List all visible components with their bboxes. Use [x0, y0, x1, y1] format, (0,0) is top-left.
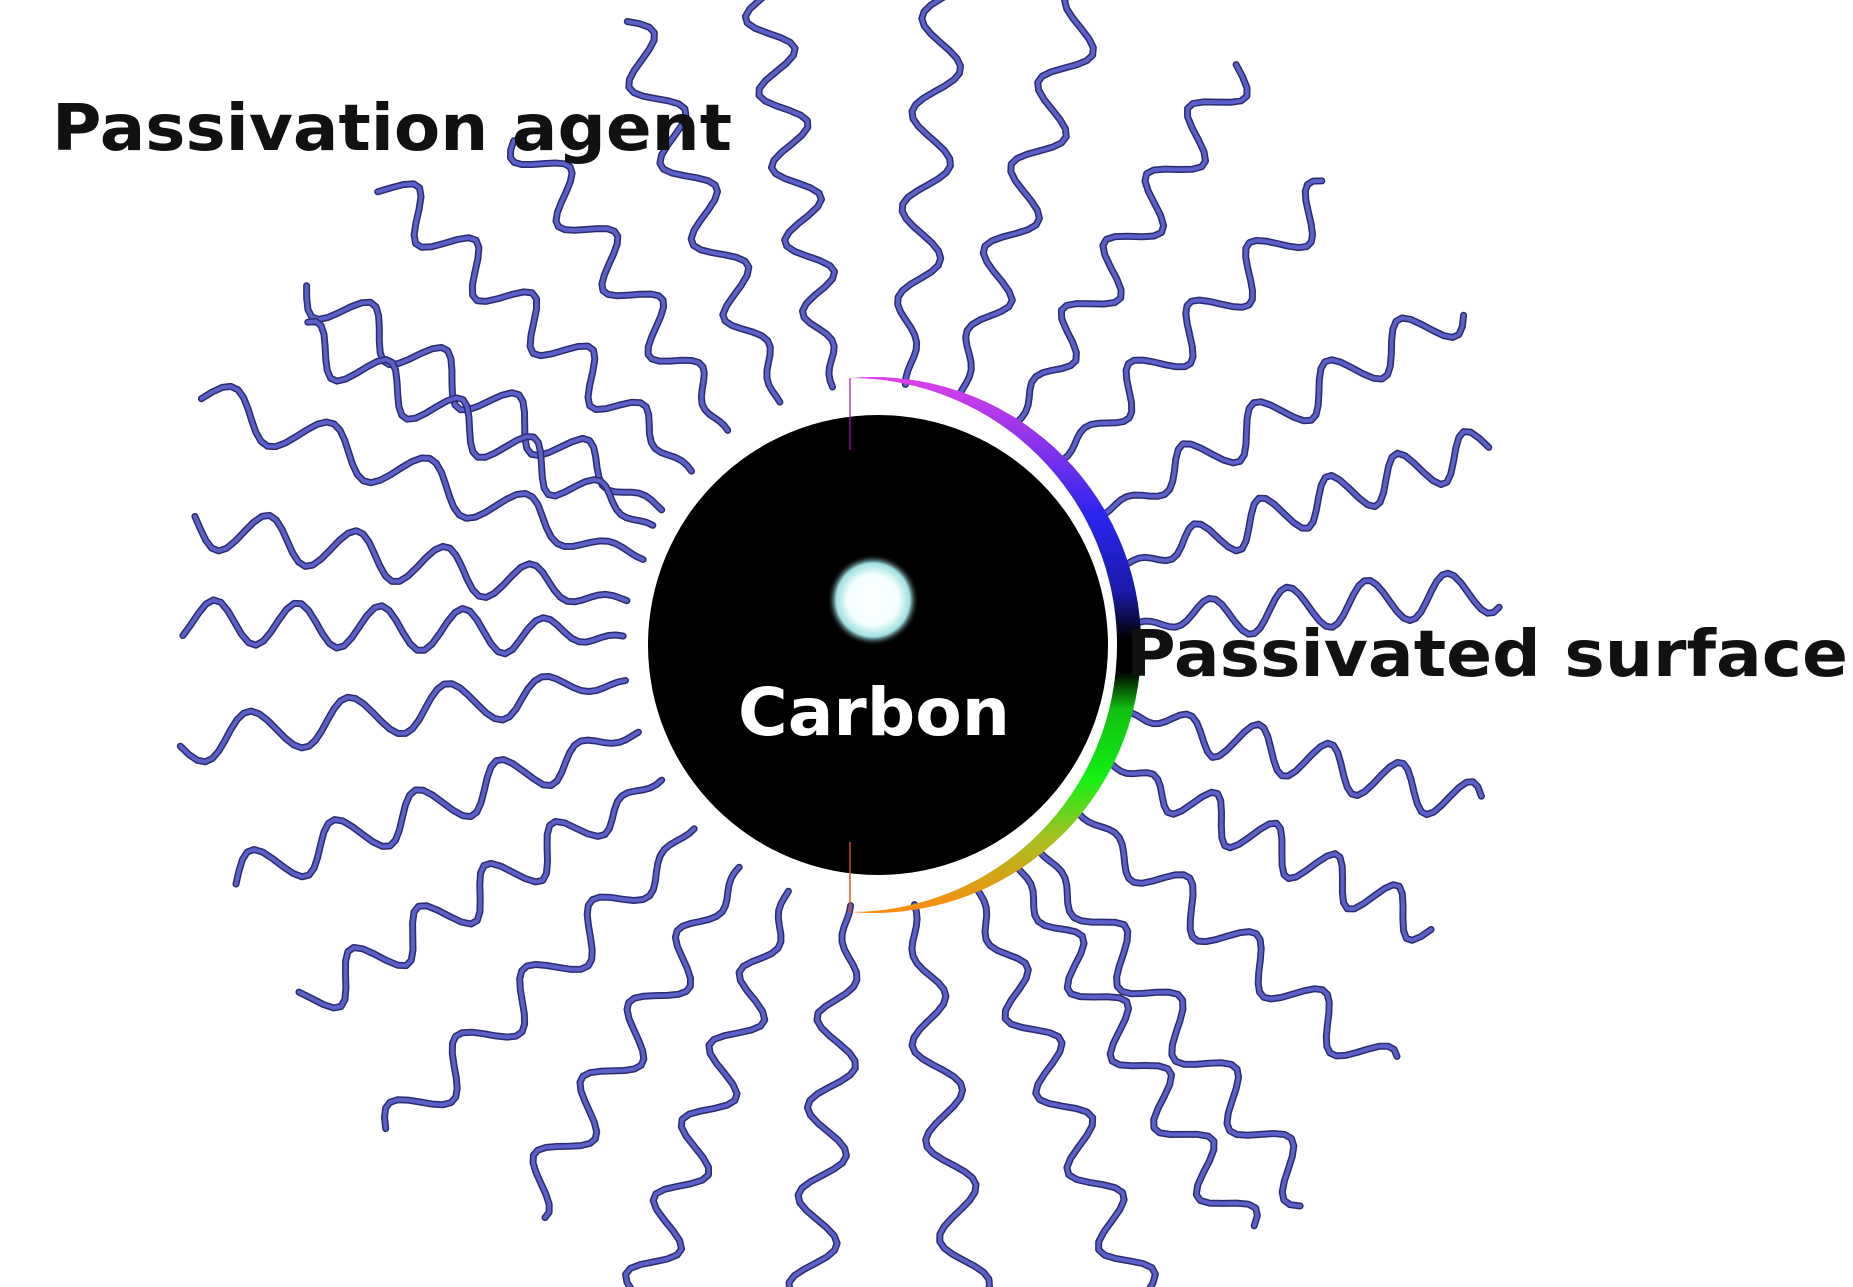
passivated-surface-label: Passivated surface [1126, 618, 1848, 692]
passivation-chain [623, 889, 791, 1287]
passivation-chain [1109, 761, 1434, 943]
passivation-chain [531, 865, 742, 1220]
passivation-chain [305, 319, 655, 528]
passivation-chain [625, 19, 782, 405]
passivation-chain [1014, 865, 1260, 1228]
passivation-chain [909, 902, 992, 1287]
core-highlight [827, 554, 919, 646]
carbon-core-label: Carbon [738, 674, 1010, 751]
passivation-chain [1037, 849, 1303, 1208]
passivation-chain [1125, 429, 1491, 566]
passivation-chain-outline [191, 511, 631, 606]
passivation-chain [508, 138, 730, 433]
passivation-chain [1137, 571, 1502, 637]
passivation-chain [234, 730, 641, 886]
passivation-chain [895, 0, 963, 387]
passivation-chain-outline [304, 317, 657, 529]
passivation-chain [1061, 178, 1324, 462]
passivation-chain [787, 903, 859, 1287]
passivation-chain [178, 674, 628, 764]
passivation-chain-outline [1013, 863, 1261, 1230]
passivation-agent-chains [176, 0, 1503, 1287]
passivation-chain-outline [176, 673, 629, 766]
passivation-chain-outline [507, 137, 732, 434]
passivation-chain [297, 778, 664, 1010]
passivation-chain-outline [232, 728, 642, 888]
passivation-chain [1129, 710, 1484, 817]
passivation-chain [957, 0, 1096, 398]
passivation-chain [375, 181, 694, 474]
passivation-chain [1102, 313, 1466, 516]
passivation-chain [974, 885, 1158, 1287]
passivation-chain [199, 384, 646, 562]
passivation-chain [382, 826, 697, 1131]
passivation-chain-outline [1127, 709, 1485, 819]
passivation-chain [743, 0, 837, 389]
passivation-chain [192, 513, 629, 604]
passivation-chain [1014, 62, 1249, 425]
passivation-chain [180, 597, 626, 656]
passivation-chain-outline [785, 902, 861, 1287]
passivation-chain-outline [908, 901, 993, 1287]
carbon-dot-particle [648, 377, 1142, 913]
passivation-chain-outline [1059, 177, 1326, 464]
passivation-chain [1076, 811, 1399, 1059]
passivation-chain-outline [1101, 311, 1468, 518]
passivation-agent-label: Passivation agent [52, 92, 732, 166]
ring-inner-shadow [665, 440, 1035, 850]
passivation-chain-outline [381, 825, 698, 1133]
passivation-chain-outline [622, 887, 792, 1287]
